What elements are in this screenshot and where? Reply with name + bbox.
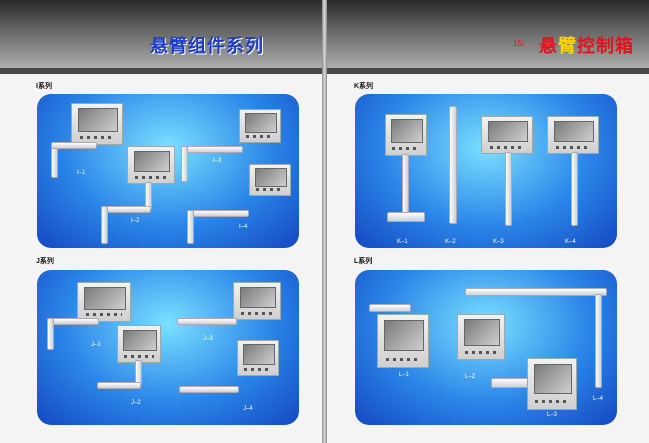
arm-pipe (51, 142, 97, 149)
control-box-image (385, 114, 427, 156)
arm-pipe (505, 152, 512, 226)
product-label: K–3 (493, 239, 504, 245)
control-box-image (127, 146, 175, 184)
arm-pipe (369, 304, 411, 312)
product-label: J–2 (131, 400, 141, 406)
product-label: K–1 (397, 239, 408, 245)
product-label: L–2 (465, 374, 476, 380)
product-label: I–4 (239, 224, 248, 230)
arm-pipe (187, 210, 249, 217)
product-label: I–2 (131, 218, 140, 224)
product-label: J–3 (203, 336, 213, 342)
arm-pipe (101, 206, 151, 213)
book-gutter (322, 0, 327, 443)
control-box-image (527, 358, 577, 410)
control-box-image (237, 340, 279, 376)
product-label: J–1 (91, 342, 101, 348)
control-box-image (239, 109, 281, 143)
series-title-j: J系列 (36, 258, 54, 265)
series-title-i: I系列 (36, 83, 52, 90)
right-header-band (327, 0, 649, 74)
right-header-title: 悬臂控制箱 (539, 36, 634, 56)
left-header-title: 悬臂组件系列 (150, 36, 264, 56)
j-series-panel: J–1 J–2 J–3 J–4 (37, 270, 299, 425)
arm-pipe (101, 206, 108, 244)
k-series-panel: K–1 K–2 K–3 K–4 (355, 94, 617, 248)
control-box-image (457, 314, 505, 360)
arm-pipe (47, 318, 54, 350)
arm-pipe (181, 146, 243, 153)
arm-pipe (51, 146, 58, 178)
arm-pipe (465, 288, 607, 296)
series-title-k: K系列 (354, 83, 374, 90)
control-box-image (233, 282, 281, 320)
right-page: 15/ 悬臂控制箱 K系列 K–1 K–2 K–3 K–4 L系列 L–1 L–… (327, 0, 649, 443)
arm-pipe (181, 146, 188, 182)
product-label: L–1 (399, 372, 410, 378)
control-box-image (77, 282, 131, 322)
product-label: K–2 (445, 239, 456, 245)
control-box-image (547, 116, 599, 154)
stand-pole (402, 154, 409, 214)
i-series-panel: I–1 I–2 I–3 I–4 (37, 94, 299, 248)
control-box-image (249, 164, 291, 196)
arm-pipe (595, 294, 602, 388)
arm-pipe (97, 382, 141, 389)
left-page: 悬臂组件系列 I系列 I–1 I–2 I–3 I–4 J系列 J–1 J–2 J… (0, 0, 322, 443)
arm-pipe (47, 318, 99, 325)
arm-pipe (187, 210, 194, 244)
product-label: L–4 (593, 396, 604, 402)
series-title-l: L系列 (354, 258, 373, 265)
product-label: K–4 (565, 239, 576, 245)
left-header-band (0, 0, 322, 74)
control-box-image (377, 314, 429, 368)
product-label: J–4 (243, 406, 253, 412)
arm-pipe (449, 106, 457, 224)
product-label: I–1 (77, 170, 86, 176)
control-box-image (71, 103, 123, 145)
control-box-image (117, 325, 161, 363)
arm-pipe (571, 152, 578, 226)
arm-pipe (179, 386, 239, 393)
stand-base (387, 212, 425, 222)
arm-pipe (177, 318, 237, 325)
control-box-image (481, 116, 533, 154)
page-number: 15/ (513, 39, 525, 48)
l-series-panel: L–1 L–2 L–4 L–3 (355, 270, 617, 425)
product-label: I–3 (213, 158, 222, 164)
product-label: L–3 (547, 412, 558, 418)
